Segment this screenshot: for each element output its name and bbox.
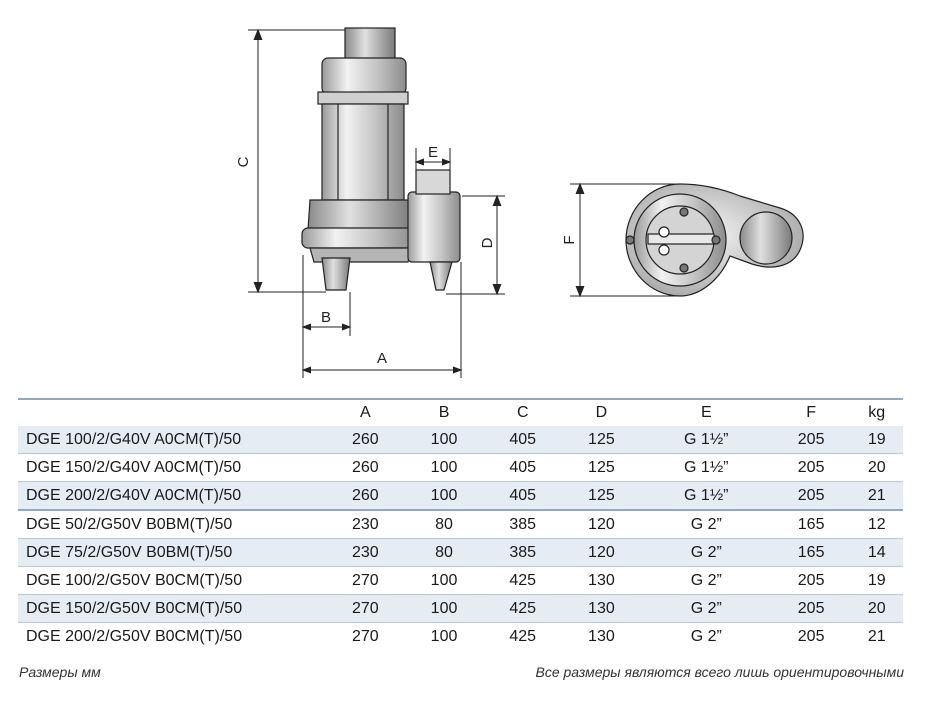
table-row: DGE 50/2/G50V B0BM(T)/50 230 80 385 120 …: [18, 509, 903, 539]
dimension-lines: [248, 28, 680, 378]
value-cell: G 2”: [640, 509, 772, 539]
dimension-a-label: A: [377, 350, 387, 367]
table-row: DGE 100/2/G40V A0CM(T)/50 260 100 405 12…: [18, 426, 903, 454]
dimension-f-label: F: [561, 235, 578, 244]
value-cell: 100: [404, 426, 484, 454]
value-cell: G 1½”: [640, 453, 772, 482]
value-cell: 100: [430, 627, 458, 645]
value-cell: 205: [771, 426, 851, 454]
value-cell: 12: [850, 509, 903, 539]
value-cell: 130: [562, 566, 641, 595]
header-c: C: [483, 398, 563, 426]
value-cell: 125: [562, 426, 641, 454]
value-cell: 205: [771, 594, 851, 623]
value-cell: 19: [850, 566, 903, 595]
header-kg: kg: [850, 398, 903, 426]
value-cell: 130: [588, 627, 615, 645]
value-cell: 405: [483, 481, 563, 510]
header-a: A: [326, 398, 405, 426]
footer-disclaimer: Все размеры являются всего лишь ориентир…: [535, 664, 904, 680]
value-cell: 20: [850, 453, 903, 482]
model-cell: DGE 50/2/G50V B0BM(T)/50: [18, 509, 326, 539]
value-cell: 20: [850, 594, 903, 623]
dimension-e-label: E: [428, 144, 438, 161]
value-cell: 425: [483, 594, 563, 623]
pump-top-view: [625, 183, 804, 297]
value-cell: G 2”: [640, 538, 772, 567]
pump-side-view: [301, 27, 461, 291]
model-cell: DGE 200/2/G40V A0CM(T)/50: [18, 481, 326, 510]
table-header-row: A B C D E F kg: [18, 398, 903, 426]
value-cell: 100: [404, 481, 484, 510]
value-cell: 120: [562, 509, 641, 539]
model-cell: DGE 150/2/G50V B0CM(T)/50: [18, 594, 326, 623]
pump-dimension-drawing: C E D B A F: [235, 27, 804, 378]
value-cell: 125: [562, 453, 641, 482]
value-cell: 230: [326, 509, 405, 539]
value-cell: 80: [404, 509, 484, 539]
value-cell: G 1½”: [640, 426, 772, 454]
value-cell: G 1½”: [640, 481, 772, 510]
header-model: [18, 398, 326, 426]
value-cell: 270: [351, 627, 379, 645]
table-row: DGE 150/2/G40V A0CM(T)/50 260 100 405 12…: [18, 453, 903, 482]
value-cell: 205: [797, 627, 825, 645]
value-cell: 205: [771, 453, 851, 482]
value-cell: 100: [404, 594, 484, 623]
footer-units-note: Размеры мм: [19, 664, 101, 680]
value-cell: 14: [850, 538, 903, 567]
value-cell: 260: [326, 453, 405, 482]
model-cell: DGE 75/2/G50V B0BM(T)/50: [18, 538, 326, 567]
dimension-d-label: D: [479, 237, 496, 248]
value-cell: 260: [326, 426, 405, 454]
value-cell: 425: [483, 566, 563, 595]
header-e: E: [640, 398, 772, 426]
value-cell: 385: [483, 538, 563, 567]
value-cell: 165: [771, 538, 851, 567]
dimensions-table: A B C D E F kg DGE 100/2/G40V A0CM(T)/50…: [18, 398, 903, 650]
value-cell: 125: [562, 481, 641, 510]
value-cell: 100: [404, 566, 484, 595]
model-cell: DGE 200/2/G50V B0CM(T)/50: [26, 627, 243, 645]
value-cell: G 2”: [640, 566, 772, 595]
value-cell: 270: [326, 566, 405, 595]
model-cell: DGE 100/2/G50V B0CM(T)/50: [18, 566, 326, 595]
value-cell: 270: [326, 594, 405, 623]
value-cell: 260: [326, 481, 405, 510]
value-cell: 120: [562, 538, 641, 567]
value-cell: 130: [562, 594, 641, 623]
value-cell: 425: [509, 627, 537, 645]
model-cell: DGE 150/2/G40V A0CM(T)/50: [18, 453, 326, 482]
table-row: DGE 150/2/G50V B0CM(T)/50 270 100 425 13…: [18, 594, 903, 623]
value-cell: 19: [850, 426, 903, 454]
value-cell: 230: [326, 538, 405, 567]
value-cell: 405: [483, 453, 563, 482]
header-b: B: [404, 398, 484, 426]
value-cell: 21: [850, 481, 903, 510]
table-row: DGE 100/2/G50V B0CM(T)/50 270 100 425 13…: [18, 566, 903, 595]
value-cell: 80: [404, 538, 484, 567]
header-f: F: [771, 398, 851, 426]
dimension-c-label: C: [235, 156, 252, 167]
value-cell: G 2”: [640, 594, 772, 623]
value-cell: 100: [404, 453, 484, 482]
value-cell: 405: [483, 426, 563, 454]
value-cell: G 2”: [690, 627, 722, 645]
dimension-b-label: B: [321, 309, 331, 326]
table-row: DGE 200/2/G40V A0CM(T)/50 260 100 405 12…: [18, 481, 903, 510]
table-row: DGE 75/2/G50V B0BM(T)/50 230 80 385 120 …: [18, 538, 903, 567]
table-row: DGE 200/2/G50V B0CM(T)/50 270 100 425 13…: [18, 623, 903, 651]
value-cell: 21: [867, 627, 886, 645]
value-cell: 205: [771, 481, 851, 510]
header-d: D: [562, 398, 641, 426]
value-cell: 165: [771, 509, 851, 539]
model-cell: DGE 100/2/G40V A0CM(T)/50: [18, 426, 326, 454]
value-cell: 205: [771, 566, 851, 595]
value-cell: 385: [483, 509, 563, 539]
